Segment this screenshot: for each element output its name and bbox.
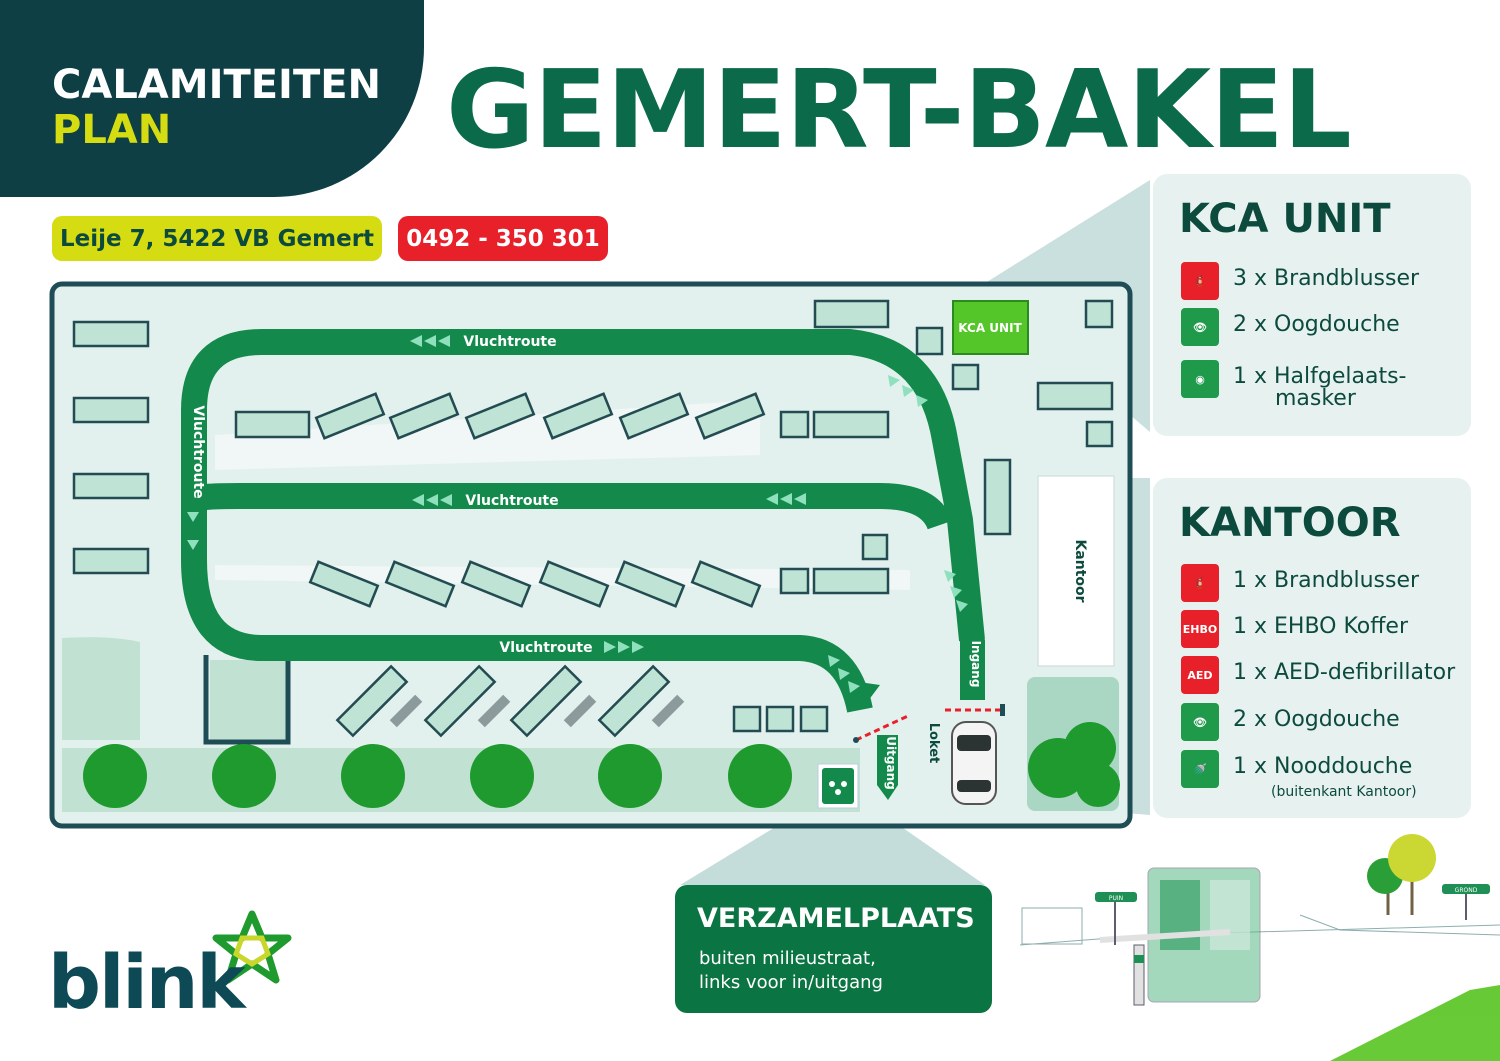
- escape-route: [181, 329, 985, 713]
- kantoor-item: AED 1 x AED-defibrillator: [1181, 656, 1455, 694]
- route-label-left: Vluchtroute: [190, 405, 206, 498]
- uitgang-label: Uitgang: [884, 736, 898, 789]
- eye-shower-icon: 👁: [1181, 308, 1219, 346]
- assembly-point-icon: [822, 768, 854, 804]
- kca-unit-panel: KCA UNIT 🧯 3 x Brandblusser 👁 2 x Oogdou…: [1153, 174, 1471, 436]
- blink-logo-star: [212, 910, 292, 984]
- plan-title-line2: PLAN: [52, 107, 172, 153]
- sign-grond: GROND: [1455, 887, 1478, 894]
- kantoor-item: 👁 2 x Oogdouche: [1181, 703, 1400, 741]
- phone-badge: 0492 - 350 301: [398, 216, 608, 261]
- aed-icon: AED: [1181, 656, 1219, 694]
- assembly-point-title: VERZAMELPLAATS: [697, 903, 975, 934]
- container-bay: [62, 637, 140, 740]
- plan-title-line1: CALAMITEITEN: [52, 62, 382, 108]
- route-label-top: Vluchtroute: [463, 334, 556, 350]
- fire-extinguisher-icon: 🧯: [1181, 262, 1219, 300]
- ingang-label: Ingang: [969, 641, 983, 688]
- address-badge: Leije 7, 5422 VB Gemert: [52, 216, 382, 261]
- eye-shower-icon: 👁: [1181, 703, 1219, 741]
- first-aid-kit-icon: EHBO: [1181, 610, 1219, 648]
- kca-unit-map-box: [952, 300, 1029, 355]
- kca-item: 🧯 3 x Brandblusser: [1181, 262, 1419, 300]
- header-panel: [0, 0, 424, 197]
- kantoor-panel-title: KANTOOR: [1179, 500, 1401, 546]
- sign-puin: PUIN: [1109, 895, 1123, 902]
- route-label-bottom: Vluchtroute: [499, 640, 592, 656]
- green-strip: [62, 748, 860, 812]
- kantoor-item: 🚿 1 x Nooddouche: [1181, 750, 1412, 788]
- kantoor-item: EHBO 1 x EHBO Koffer: [1181, 610, 1408, 648]
- page-title: GEMERT-BAKEL: [446, 48, 1352, 173]
- emergency-shower-icon: 🚿: [1181, 750, 1219, 788]
- blink-logo: blink: [48, 940, 246, 1026]
- containers: [72, 299, 1114, 809]
- car-icon: [951, 721, 997, 805]
- half-mask-icon: ◉: [1181, 360, 1219, 398]
- assembly-point-box: VERZAMELPLAATS buiten milieustraat, link…: [675, 885, 992, 1013]
- kantoor-item: 🧯 1 x Brandblusser: [1181, 564, 1419, 602]
- kca-item: ◉ 1 x Halfgelaats- masker: [1181, 360, 1407, 410]
- assembly-point-text: buiten milieustraat, links voor in/uitga…: [699, 948, 883, 993]
- kantoor-building: [1037, 475, 1115, 667]
- kca-unit-map-label: KCA UNIT: [958, 321, 1022, 335]
- verzamel-callout-beam: [680, 812, 985, 885]
- site-illustration: PUIN GROND: [1019, 834, 1500, 1061]
- trees: [83, 722, 1120, 808]
- kantoor-panel: KANTOOR 🧯 1 x Brandblusser EHBO 1 x EHBO…: [1153, 478, 1471, 818]
- kantoor-map-label: Kantoor: [1072, 539, 1088, 602]
- fire-extinguisher-icon: 🧯: [1181, 564, 1219, 602]
- kantoor-note: (buitenkant Kantoor): [1271, 784, 1417, 800]
- loket-label: Loket: [926, 723, 941, 764]
- kca-panel-title: KCA UNIT: [1179, 196, 1391, 242]
- kca-item: 👁 2 x Oogdouche: [1181, 308, 1400, 346]
- route-label-middle: Vluchtroute: [465, 493, 558, 509]
- route-arrows: [187, 335, 968, 693]
